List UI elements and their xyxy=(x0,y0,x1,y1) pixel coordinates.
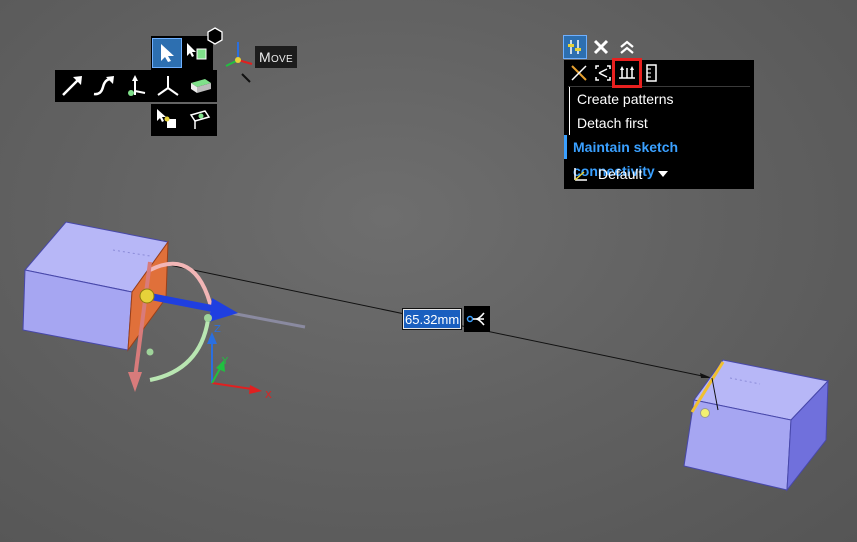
ruler-icon xyxy=(646,64,657,82)
axis-label-x: X xyxy=(265,390,272,401)
maintain-offset-option-button[interactable] xyxy=(612,58,642,88)
select-body-button[interactable] xyxy=(182,38,212,68)
selected-edge xyxy=(690,361,725,413)
move-options-panel: Create patterns Detach first Maintain sk… xyxy=(564,58,754,189)
detach-first-option[interactable]: Detach first xyxy=(569,111,754,135)
triad-icon xyxy=(157,76,179,96)
options-settings-icon xyxy=(568,40,581,54)
pull-arrow-icon xyxy=(62,76,82,96)
select-arrow-icon xyxy=(161,44,174,62)
dimension-options-button[interactable] xyxy=(464,306,490,332)
chevron-up-double-icon xyxy=(620,40,634,54)
ruler-option-button[interactable] xyxy=(640,62,662,84)
maintain-sketch-connectivity-option[interactable]: Maintain sketch connectivity xyxy=(564,135,754,179)
z-arrow-shaft xyxy=(133,261,152,379)
direction-axis-icon xyxy=(574,168,587,181)
pivot-button[interactable] xyxy=(121,71,151,101)
select-body-icon xyxy=(187,43,207,60)
fill-tool-icon xyxy=(191,79,211,93)
tool-guides-row2 xyxy=(55,70,217,102)
create-patterns-option[interactable]: Create patterns xyxy=(569,87,754,111)
options-icon-row xyxy=(564,58,754,88)
select-point-button[interactable] xyxy=(153,105,183,135)
chevron-down-icon xyxy=(658,171,669,177)
pull-arrow-button[interactable] xyxy=(57,71,87,101)
default-dropdown-label: Default xyxy=(598,166,643,182)
x-arrow-shaft xyxy=(147,292,221,314)
anchor-ball xyxy=(139,288,155,304)
select-face-button[interactable] xyxy=(185,105,215,135)
sweep-arrow-button[interactable] xyxy=(89,71,119,101)
select-point-icon xyxy=(157,109,176,128)
left-block[interactable] xyxy=(22,221,169,352)
create-pattern-option-button[interactable] xyxy=(568,62,590,84)
sweep-arrow-icon xyxy=(93,76,114,96)
axis-label-z: Z xyxy=(214,324,221,335)
options-toggle-button[interactable] xyxy=(563,35,587,59)
options-header-bar xyxy=(563,35,639,59)
fork-icon xyxy=(466,312,485,326)
detach-option-button[interactable] xyxy=(592,62,614,84)
right-block[interactable] xyxy=(683,359,829,492)
x-arrow-head xyxy=(209,298,238,322)
close-options-button[interactable] xyxy=(589,35,613,59)
detach-icon xyxy=(595,65,611,81)
pivot-icon xyxy=(128,75,146,96)
dimension-edit: 65.32mm xyxy=(402,306,490,332)
rotation-arc-green xyxy=(149,319,210,382)
collapse-options-button[interactable] xyxy=(615,35,639,59)
z-arrow-head xyxy=(128,372,142,392)
rotation-handle-green xyxy=(204,314,212,322)
fill-tool-button[interactable] xyxy=(185,71,215,101)
move-handle[interactable] xyxy=(128,261,306,392)
hexagon-icon xyxy=(207,27,223,45)
tool-guides-row1 xyxy=(151,36,213,70)
close-icon xyxy=(593,39,609,55)
axis-label-y: Y xyxy=(221,356,229,367)
dimension-input[interactable]: 65.32mm xyxy=(402,308,462,330)
move-tool-label: Move xyxy=(255,46,297,68)
triad-button[interactable] xyxy=(153,71,183,101)
default-dropdown[interactable]: Default xyxy=(564,161,754,187)
create-pattern-icon xyxy=(571,65,587,81)
toolbar-expand-button[interactable] xyxy=(206,27,224,45)
select-face-icon xyxy=(189,110,211,129)
move-triad-icon[interactable] xyxy=(222,36,258,84)
axis-triad: Z Y X xyxy=(207,324,272,401)
tool-guides-row3 xyxy=(151,104,217,136)
maintain-offset-icon xyxy=(619,66,635,79)
select-tool-button[interactable] xyxy=(152,38,182,68)
